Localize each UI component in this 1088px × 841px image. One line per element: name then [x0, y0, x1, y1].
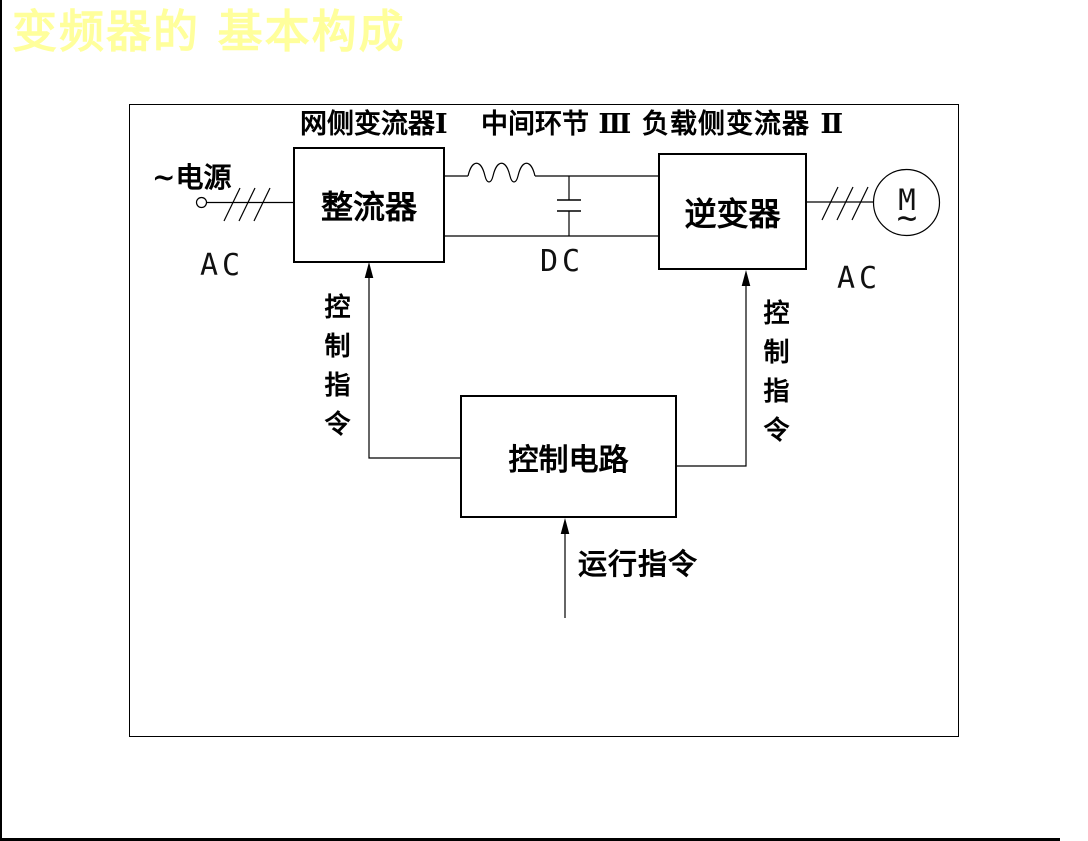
- rectifier-label: 整流器: [320, 188, 417, 226]
- slash-mark: [253, 187, 271, 222]
- power-terminal-circle: [195, 196, 208, 209]
- inverter-label: 逆变器: [684, 194, 781, 233]
- inductor-icon: [467, 162, 536, 183]
- motor-circle: [872, 168, 941, 237]
- three-phase-slashes-output: [821, 186, 869, 221]
- control-to-inverter-line: [677, 285, 747, 467]
- label-power-source: ~电源: [152, 161, 232, 194]
- label-middle-link: 中间环节 Ⅲ: [481, 109, 632, 140]
- label-control-command-left: 控制指令: [320, 293, 350, 449]
- rectifier-box: 整流器: [293, 147, 445, 263]
- label-control-command-right: 控制指令: [759, 299, 789, 455]
- control-to-inverter-arrowhead: [741, 270, 751, 286]
- motor-letter: M: [898, 183, 916, 217]
- label-run-command: 运行指令: [578, 547, 699, 581]
- capacitor-icon: [557, 176, 581, 236]
- slash-mark: [851, 186, 869, 221]
- label-ac-output: AC: [837, 261, 882, 296]
- three-phase-slashes-input: [223, 187, 271, 222]
- label-dc-link: DC: [540, 244, 585, 279]
- control-to-rectifier-arrowhead: [364, 262, 374, 278]
- left-edge-line: [0, 0, 2, 841]
- control-circuit-label: 控制电路: [508, 442, 629, 478]
- control-circuit-box: 控制电路: [460, 395, 677, 518]
- inverter-box: 逆变器: [658, 153, 807, 270]
- label-ac-input: AC: [200, 248, 245, 283]
- slash-mark: [223, 187, 241, 222]
- slash-mark: [238, 187, 256, 222]
- control-to-rectifier-line: [368, 277, 460, 459]
- diagram-frame: [129, 104, 959, 737]
- bottom-edge-line: [0, 838, 1060, 841]
- slash-mark: [836, 186, 854, 221]
- motor-wave-symbol: ~: [896, 198, 918, 238]
- slash-mark: [821, 186, 839, 221]
- slide-title: 变频器的 基本构成: [12, 5, 406, 58]
- label-load-side-converter: 负载侧变流器 Ⅱ: [642, 109, 845, 140]
- run-command-arrowhead: [560, 518, 570, 534]
- label-net-side-converter: 网侧变流器Ⅰ: [300, 109, 448, 140]
